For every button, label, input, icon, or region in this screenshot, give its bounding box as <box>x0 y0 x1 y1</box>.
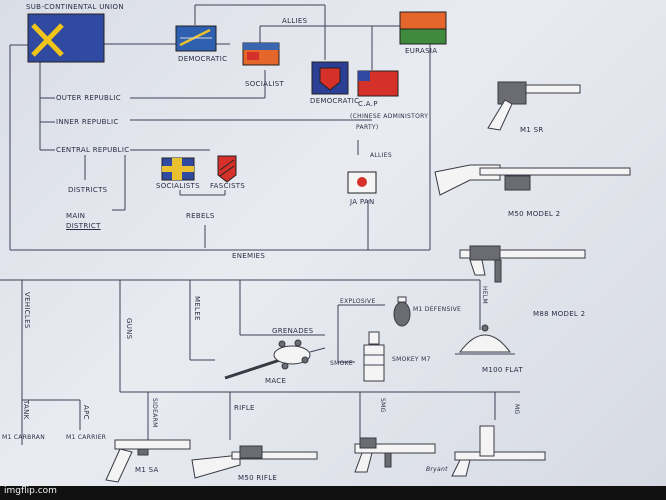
label-allies-small: ALLIES <box>370 152 392 159</box>
diagram-lines <box>0 4 520 445</box>
label-helm: HELM <box>481 286 488 305</box>
label-tank: TANK <box>22 400 30 420</box>
bottom-bar <box>0 486 666 500</box>
label-m1-sa: M1 SA <box>135 466 159 474</box>
label-vehicles: VEHICLES <box>23 292 31 329</box>
label-m1-defensive: M1 DEFENSIVE <box>413 306 462 313</box>
rifle-m50-drawing <box>191 445 318 479</box>
label-districts: DISTRICTS <box>68 186 108 194</box>
flag-socialists <box>161 157 195 181</box>
flag-japan <box>347 171 377 194</box>
rifle-m50-model2-drawing <box>434 164 631 196</box>
label-democratic-2: DEMOCRATIC <box>310 97 360 105</box>
watermark: imgflip.com <box>4 486 57 496</box>
flag-socialist <box>242 42 280 66</box>
label-mace: MACE <box>265 377 287 385</box>
label-cap: C.A.P <box>358 100 378 108</box>
grenade-explosive-drawing <box>393 296 411 327</box>
label-japan: JA PAN <box>350 198 375 206</box>
label-smoke: SMOKE <box>330 360 353 367</box>
flag-eurasia <box>399 11 447 45</box>
flags-layer <box>27 11 447 194</box>
label-smg: SMG <box>379 398 386 413</box>
revolver-m1-sr-drawing <box>487 81 581 131</box>
label-m1-carrier: M1 CARRIER <box>66 434 107 441</box>
label-m100-flat: M100 FLAT <box>482 366 523 374</box>
weapons-layer <box>105 81 631 483</box>
label-sub-continental-union: SUB-CONTINENTAL UNION <box>26 3 124 11</box>
label-explosive: EXPLOSIVE <box>340 298 376 305</box>
label-grenades: GRENADES <box>272 327 314 335</box>
label-central-republic: CENTRAL REPUBLIC <box>56 146 130 154</box>
label-allies: ALLIES <box>282 17 308 25</box>
label-enemies: ENEMIES <box>232 252 266 260</box>
label-apc: APC <box>82 405 90 420</box>
label-cap-full-2: PARTY) <box>356 124 379 131</box>
label-smokey: SMOKEY M7 <box>392 356 431 363</box>
flag-democratic-2 <box>311 61 349 95</box>
mace-drawing <box>224 339 326 380</box>
helmet-m100-drawing <box>455 324 515 355</box>
label-m88-model2: M88 MODEL 2 <box>533 310 586 318</box>
label-inner-republic: INNER REPUBLIC <box>56 118 119 126</box>
label-fascists: FASCISTS <box>210 182 246 190</box>
label-m1-sr: M1 SR <box>520 126 544 134</box>
label-district: DISTRICT <box>66 222 101 230</box>
label-democratic: DEMOCRATIC <box>178 55 228 63</box>
label-rifle: RIFLE <box>234 404 255 412</box>
label-main: MAIN <box>66 212 86 220</box>
label-m1-carbrain: M1 CARBRAN <box>2 434 45 441</box>
label-mg: MG <box>513 404 520 415</box>
label-m50-rifle: M50 RIFLE <box>238 474 278 482</box>
smg-m88-drawing <box>459 245 586 283</box>
smg-drawing <box>354 437 436 473</box>
mg-drawing <box>451 425 546 477</box>
grenade-smoke-drawing <box>363 331 385 382</box>
label-m50-model2: M50 MODEL 2 <box>508 210 561 218</box>
label-rebels: REBELS <box>186 212 215 220</box>
label-outer-republic: OUTER REPUBLIC <box>56 94 121 102</box>
label-eurasia: EURASIA <box>405 47 438 55</box>
label-melee: MELEE <box>193 296 201 321</box>
label-sidearm: SIDEARM <box>151 398 158 428</box>
flag-democratic <box>175 25 217 52</box>
signature: Bryant <box>426 466 448 473</box>
label-guns: GUNS <box>125 318 133 340</box>
label-cap-full-1: (CHINESE ADMINISTORY <box>350 113 429 120</box>
flag-fascists <box>217 155 237 183</box>
label-socialist: SOCIALIST <box>245 80 285 88</box>
flag-cap <box>357 70 399 97</box>
label-socialists: SOCIALISTS <box>156 182 200 190</box>
flag-union <box>27 13 105 63</box>
pistol-m1-sa-drawing <box>105 439 191 483</box>
